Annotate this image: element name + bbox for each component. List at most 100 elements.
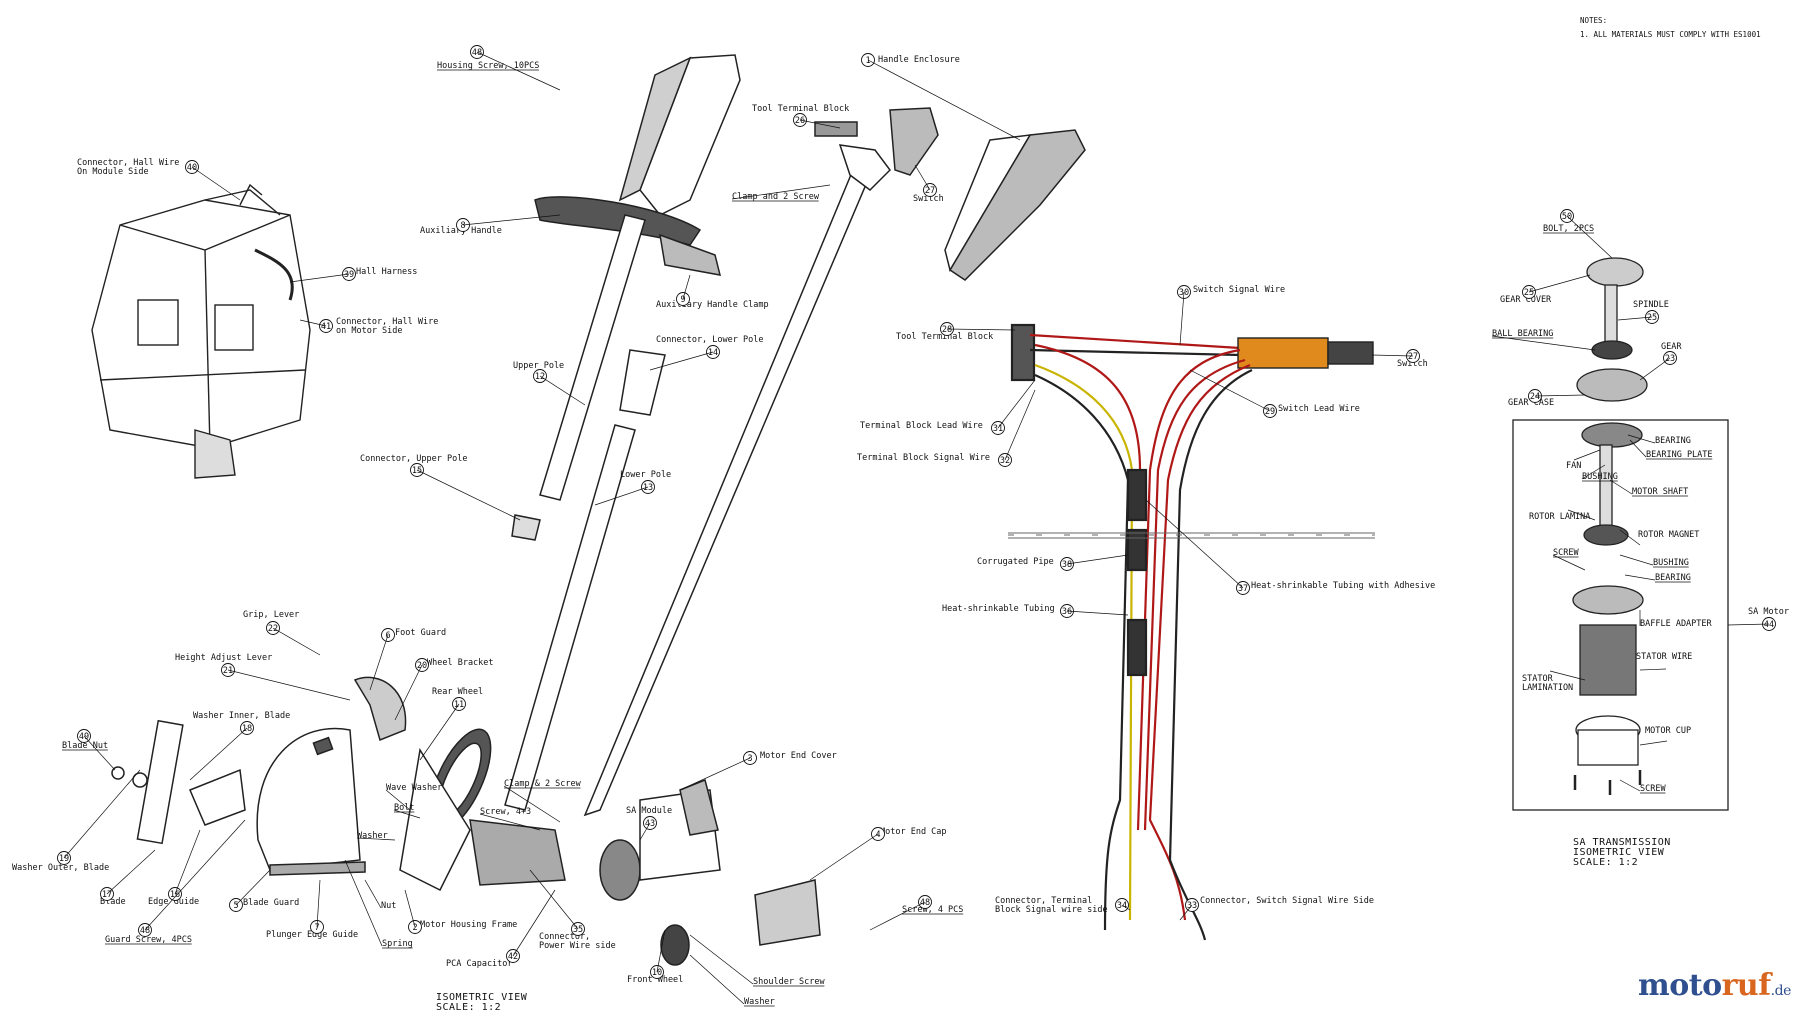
callout-label: BEARING <box>1655 436 1691 446</box>
callout-leader <box>679 757 751 791</box>
callout-label: Blade Nut <box>62 741 108 751</box>
callout-label: BEARING PLATE <box>1646 450 1713 460</box>
callout-70: BEARING <box>1624 573 1691 583</box>
callout-label: Heat-shrinkable Tubing <box>942 604 1055 614</box>
callout-leader <box>1371 354 1414 357</box>
callout-number: 40 <box>187 163 197 173</box>
callout-leader <box>394 664 423 721</box>
callout-label: GEAR COVER <box>1500 295 1552 305</box>
callout-67: ROTOR MAGNET <box>1619 529 1699 546</box>
callout-leader <box>1567 509 1596 521</box>
logo-part1: moto <box>1638 968 1722 1003</box>
callout-label: Switch Lead Wire <box>1278 404 1360 414</box>
callout-leader <box>997 379 1036 429</box>
callout-leader <box>344 859 383 947</box>
callout-leader <box>1121 904 1131 911</box>
callout-number: 17 <box>102 890 112 900</box>
callout-label: Rear Wheel <box>432 687 483 697</box>
transmission-title-line2: ISOMETRIC VIEW <box>1573 847 1665 858</box>
callout-leader <box>83 735 116 771</box>
callout-number: 18 <box>242 724 252 734</box>
callout-leader <box>869 901 926 931</box>
callout-label: ROTOR LAMINA <box>1529 512 1590 522</box>
callout-number: 42 <box>508 952 518 962</box>
callout-number: 29 <box>1265 407 1275 417</box>
callout-number: 48 <box>472 48 482 58</box>
callout-number: 44 <box>1764 620 1774 630</box>
callout-leader <box>1189 369 1271 412</box>
callout-leader <box>539 375 586 406</box>
callout-label: LAMINATION <box>1522 683 1573 693</box>
callout-leader <box>689 934 754 985</box>
callout-label: Motor End Cover <box>760 751 837 761</box>
callout-number: 24 <box>1530 392 1540 402</box>
callout-number: 3 <box>747 754 752 764</box>
callout-label: Clamp and 2 Screw <box>732 192 820 202</box>
callout-label: Tool Terminal Block <box>896 332 993 342</box>
callout-label: Connector, Switch Signal Wire Side <box>1200 896 1374 906</box>
callout-36: Spring <box>344 859 413 949</box>
callout-leader <box>809 833 879 881</box>
callout-number: 33 <box>1187 901 1197 911</box>
callout-number: 27 <box>925 186 935 196</box>
callout-label: BALL BEARING <box>1492 329 1553 339</box>
transmission-title-line1: SA TRANSMISSION <box>1573 837 1671 848</box>
callout-number: 7 <box>314 923 319 933</box>
callout-label: Handle Enclosure <box>878 55 960 65</box>
callout-label: Connector, Upper Pole <box>360 454 467 464</box>
callout-1: Handle Enclosure 1 <box>861 53 1021 141</box>
callout-leader <box>1549 670 1586 681</box>
callout-leader <box>1573 449 1601 461</box>
notes-heading: NOTES: <box>1580 16 1608 25</box>
callout-label: Washer Outer, Blade <box>12 863 109 873</box>
callout-label: Edge Guide <box>148 897 199 907</box>
logo-suffix: .de <box>1770 983 1792 999</box>
callout-label: Power Wire side <box>539 941 616 951</box>
callout-65: MOTOR SHAFT <box>1609 479 1688 497</box>
callout-leader <box>235 869 271 906</box>
callout-leader <box>462 214 561 226</box>
transmission-view-title: SA TRANSMISSION ISOMETRIC VIEW SCALE: 1:… <box>1573 838 1671 868</box>
callout-number: 25 <box>1524 288 1534 298</box>
callout-leader <box>1004 389 1036 461</box>
callout-label: BAFFLE ADAPTER <box>1640 619 1713 629</box>
callout-label: Blade <box>100 897 126 907</box>
callout-leader <box>1639 740 1668 746</box>
callout-label: STATOR WIRE <box>1636 652 1692 662</box>
callout-label: Auxiliary Handle Clamp <box>656 300 769 310</box>
callout-label: Connector, Hall Wire <box>336 317 438 327</box>
callout-label: PCA Capacitor <box>446 959 513 969</box>
callout-number: 1 <box>865 56 870 66</box>
callout-leader <box>174 829 201 895</box>
callout-leader <box>316 879 321 928</box>
wiring-harness-drawing <box>1008 323 1375 941</box>
callout-number: 48 <box>920 898 930 908</box>
callout-label: Bolt <box>394 803 414 813</box>
callout-number: 39 <box>344 270 354 280</box>
callout-label: Motor Housing Frame <box>420 920 517 930</box>
callout-label: Connector, Lower Pole <box>656 335 763 345</box>
callout-label: Front Wheel <box>627 975 683 985</box>
main-view-title-line2: SCALE: 1:2 <box>436 1002 502 1013</box>
callout-leader <box>731 184 831 200</box>
callout-label: Connector, <box>539 932 590 942</box>
callout-number: 41 <box>321 322 331 332</box>
callout-leader <box>1066 554 1129 565</box>
